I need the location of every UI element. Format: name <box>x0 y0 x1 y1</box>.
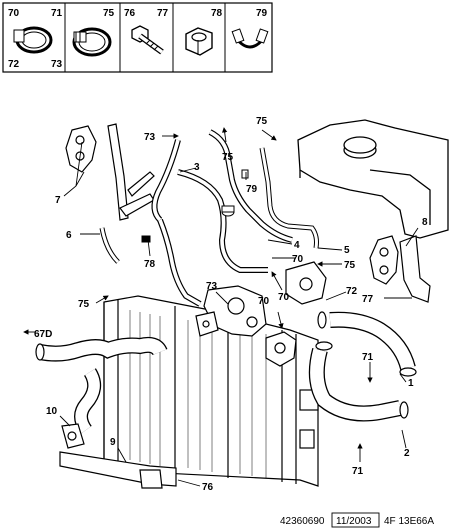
hose-fittings <box>141 169 249 243</box>
callout-7: 7 <box>55 195 61 206</box>
box-label-71: 71 <box>51 8 63 19</box>
parts-legend-box: 70 71 72 73 75 76 77 78 <box>2 2 273 73</box>
footer-ref: 42360690 <box>280 516 325 527</box>
callout-labels: 73 75 75 3 79 7 8 4 5 6 78 70 75 70 72 7… <box>34 116 428 493</box>
callout-71: 71 <box>362 352 374 363</box>
box-label-79: 79 <box>256 8 268 19</box>
callout-73: 73 <box>206 281 218 292</box>
callout-75: 75 <box>344 260 356 271</box>
thermostat-housing <box>195 285 267 337</box>
callout-75: 75 <box>256 116 268 127</box>
sensor-block <box>265 331 297 367</box>
large-hoses <box>38 311 416 435</box>
worm-clamp-icon <box>72 27 112 57</box>
outlet-housing <box>285 261 327 305</box>
expansion-tank <box>297 119 449 239</box>
callout-79: 79 <box>246 184 258 195</box>
callout-73: 73 <box>144 132 156 143</box>
callout-67d: 67D <box>34 329 52 340</box>
footer: 42360690 11/2003 4F 13E66A <box>280 512 434 528</box>
callout-8: 8 <box>422 217 428 228</box>
nut-icon <box>185 27 213 56</box>
box-label-78: 78 <box>211 8 223 19</box>
box-label-70: 70 <box>8 8 20 19</box>
clip-10 <box>61 423 85 449</box>
callout-75: 75 <box>78 299 90 310</box>
callout-70: 70 <box>292 254 304 265</box>
bracket-8 <box>369 235 431 303</box>
hose-clip-icon <box>13 26 53 54</box>
lower-bracket-9 <box>59 451 177 489</box>
box-label-75: 75 <box>103 8 115 19</box>
bolt-icon <box>131 25 164 55</box>
callout-75: 75 <box>222 152 234 163</box>
callout-70: 70 <box>258 296 270 307</box>
callout-72: 72 <box>346 286 358 297</box>
callout-9: 9 <box>110 437 116 448</box>
callout-5: 5 <box>344 245 350 256</box>
callout-76: 76 <box>202 482 214 493</box>
callout-77: 77 <box>362 294 374 305</box>
footer-date: 11/2003 <box>336 516 372 527</box>
box-label-77: 77 <box>157 8 169 19</box>
footer-code: 4F 13E66A <box>384 516 434 527</box>
callout-2: 2 <box>404 448 410 459</box>
callout-4: 4 <box>294 240 300 251</box>
callout-1: 1 <box>408 378 414 389</box>
leader-lines <box>23 127 419 487</box>
callout-10: 10 <box>46 406 58 417</box>
thin-hoses <box>99 129 319 307</box>
callout-6: 6 <box>66 230 72 241</box>
callout-78: 78 <box>144 259 156 270</box>
box-label-76: 76 <box>124 8 136 19</box>
box-label-73: 73 <box>51 59 63 70</box>
callout-71: 71 <box>352 466 364 477</box>
spring-clip-icon <box>231 28 269 49</box>
box-label-72: 72 <box>8 59 20 70</box>
callout-70: 70 <box>278 292 290 303</box>
callout-3: 3 <box>194 162 200 173</box>
footer-date-box <box>331 512 380 528</box>
hose-ends <box>35 311 417 419</box>
